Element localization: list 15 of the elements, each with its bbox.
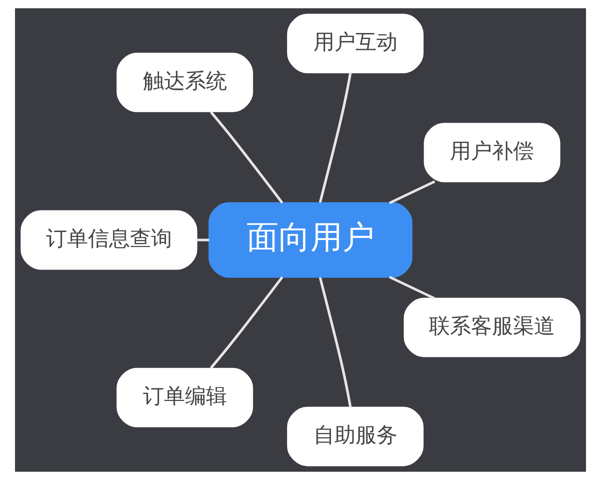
connector [388, 180, 435, 204]
connector [209, 276, 283, 369]
node-box: 触达系统 [116, 52, 253, 112]
node-box: 自助服务 [286, 406, 424, 466]
connector [388, 276, 435, 300]
connector [209, 111, 283, 204]
node-box: 用户互动 [286, 14, 424, 74]
connector [318, 277, 352, 408]
node-box: 面向用户 [208, 202, 412, 278]
node-box: 订单编辑 [116, 368, 253, 428]
node-box: 联系客服渠道 [403, 298, 580, 358]
node-box: 订单信息查询 [20, 210, 197, 270]
connector [318, 72, 352, 203]
connector [196, 238, 209, 242]
node-box: 用户补偿 [423, 122, 560, 182]
